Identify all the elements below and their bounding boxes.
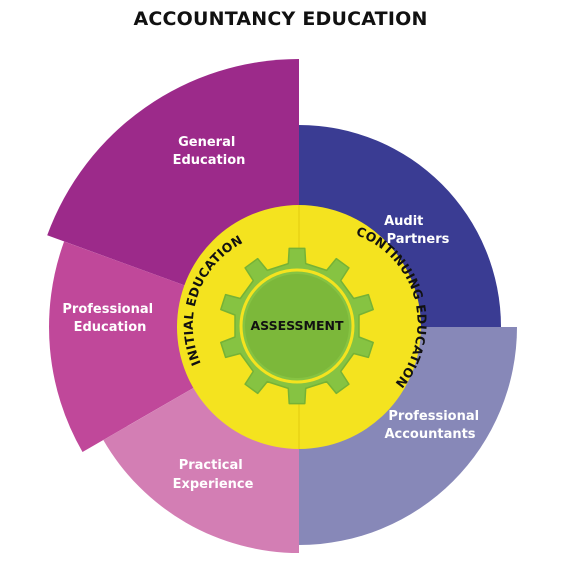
center-label-assessment: ASSESSMENT xyxy=(250,318,344,333)
label-audit-partners: Audit Partners xyxy=(384,214,450,247)
label-professional-education: Professional Education xyxy=(62,302,157,335)
diagram-title: ACCOUNTANCY EDUCATION xyxy=(133,8,428,30)
label-professional-accountants: Professional Accountants xyxy=(384,409,483,442)
gear-inner-ring xyxy=(239,268,355,384)
label-general-education: General Education xyxy=(173,135,246,168)
gear-hub xyxy=(245,274,349,378)
segment-professional-education xyxy=(49,241,299,452)
label-practical-experience: Practical Experience xyxy=(173,458,254,492)
